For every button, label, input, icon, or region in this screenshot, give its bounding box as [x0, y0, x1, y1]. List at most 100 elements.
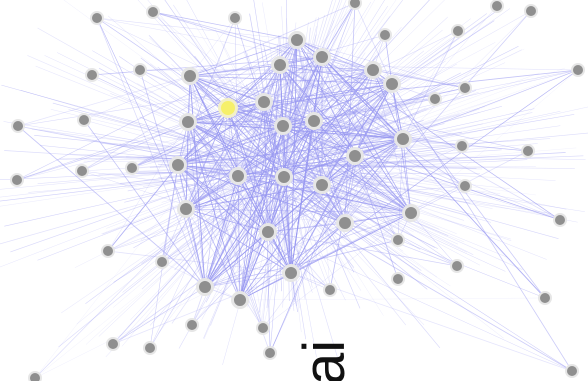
- graph-edge: [296, 39, 561, 221]
- node-layer: [10, 0, 585, 381]
- graph-edge: [177, 138, 404, 166]
- graph-edge: [313, 69, 579, 122]
- graph-edge: [210, 78, 273, 154]
- graph-edge: [300, 182, 344, 224]
- graph-edge: [154, 171, 207, 189]
- graph-edge: [204, 39, 298, 288]
- graph-edge: [204, 56, 323, 288]
- graph-edge: [177, 164, 269, 233]
- graph-edge: [313, 120, 346, 224]
- graph-edge: [143, 156, 262, 166]
- graph-edge: [344, 138, 404, 224]
- graph-edge: [309, 131, 463, 158]
- graph-edge: [279, 64, 399, 241]
- graph-edge: [321, 2, 356, 58]
- graph-edge: [1, 84, 263, 158]
- graph-node: [169, 156, 187, 174]
- graph-edge: [235, 199, 259, 227]
- graph-edge: [267, 145, 463, 233]
- graph-edge: [187, 69, 374, 123]
- graph-edge: [107, 164, 179, 252]
- graph-edge: [34, 176, 285, 379]
- graph-edge: [313, 120, 466, 187]
- graph-edge: [204, 222, 346, 288]
- graph-node: [455, 139, 469, 153]
- graph-edge: [34, 64, 281, 379]
- graph-edge: [342, 176, 406, 178]
- graph-edge: [239, 185, 466, 301]
- graph-edge: [239, 297, 546, 301]
- graph-edge: [321, 56, 412, 214]
- graph-edge: [348, 192, 512, 240]
- graph-edge: [185, 208, 206, 288]
- graph-edge: [372, 69, 466, 89]
- graph-edge: [246, 52, 276, 132]
- graph-edge: [199, 185, 232, 202]
- graph-edge: [262, 120, 315, 329]
- graph-edge: [282, 125, 412, 214]
- graph-edge: [267, 222, 346, 233]
- graph-edge: [237, 138, 404, 177]
- graph-edge: [279, 64, 393, 85]
- graph-edge: [307, 190, 364, 222]
- graph-edge: [303, 88, 439, 154]
- graph-edge: [38, 128, 193, 161]
- graph-edge: [320, 217, 342, 234]
- graph-edge: [317, 20, 495, 136]
- graph-edge: [280, 164, 585, 212]
- graph-edge: [204, 39, 298, 288]
- graph-edge: [112, 272, 292, 345]
- graph-edge: [189, 75, 393, 85]
- graph-edge: [192, 157, 243, 162]
- graph-edge: [277, 218, 283, 292]
- graph-edge: [349, 48, 525, 133]
- graph-edge: [282, 83, 393, 127]
- graph-edge: [182, 96, 240, 133]
- graph-edge: [177, 164, 239, 177]
- graph-edge: [290, 56, 323, 274]
- graph-edge: [263, 101, 404, 140]
- graph-edge: [260, 112, 269, 145]
- graph-edge: [177, 164, 241, 301]
- graph-edge: [282, 83, 393, 127]
- graph-edge: [127, 171, 233, 192]
- graph-edge: [321, 56, 546, 299]
- graph-edge: [267, 184, 323, 233]
- graph-edge: [305, 29, 443, 142]
- graph-edge: [189, 64, 281, 77]
- graph-edge: [321, 2, 356, 58]
- graph-edge: [105, 215, 235, 358]
- graph-node: [282, 264, 300, 282]
- graph-edge: [336, 85, 441, 133]
- graph-edge: [227, 107, 346, 224]
- graph-edge: [330, 92, 479, 144]
- graph-node: [521, 144, 535, 158]
- graph-edge: [177, 164, 346, 224]
- graph-edge: [131, 69, 374, 169]
- graph-edge: [185, 208, 292, 274]
- graph-edge: [138, 164, 247, 172]
- graph-edge: [263, 101, 404, 140]
- graph-edge: [279, 64, 404, 140]
- graph-edge: [410, 69, 579, 214]
- graph-edge: [354, 155, 561, 221]
- graph-edge: [333, 8, 511, 132]
- graph-edge: [282, 212, 287, 308]
- graph-edge: [347, 138, 551, 152]
- graph-edge: [237, 120, 315, 177]
- graph-edge: [204, 107, 229, 288]
- graph-edge: [188, 107, 236, 139]
- graph-edge: [344, 83, 393, 224]
- graph-edge: [321, 56, 466, 89]
- graph-edge: [83, 75, 191, 121]
- graph-edge: [267, 56, 323, 233]
- graph-edge: [344, 10, 532, 224]
- graph-edge: [283, 179, 346, 301]
- graph-edge: [315, 163, 477, 169]
- graph-edge: [347, 72, 540, 144]
- graph-edge: [293, 36, 391, 152]
- graph-edge: [0, 170, 242, 207]
- graph-edge: [227, 107, 264, 329]
- graph-node: [77, 113, 91, 127]
- graph-edge: [185, 125, 284, 210]
